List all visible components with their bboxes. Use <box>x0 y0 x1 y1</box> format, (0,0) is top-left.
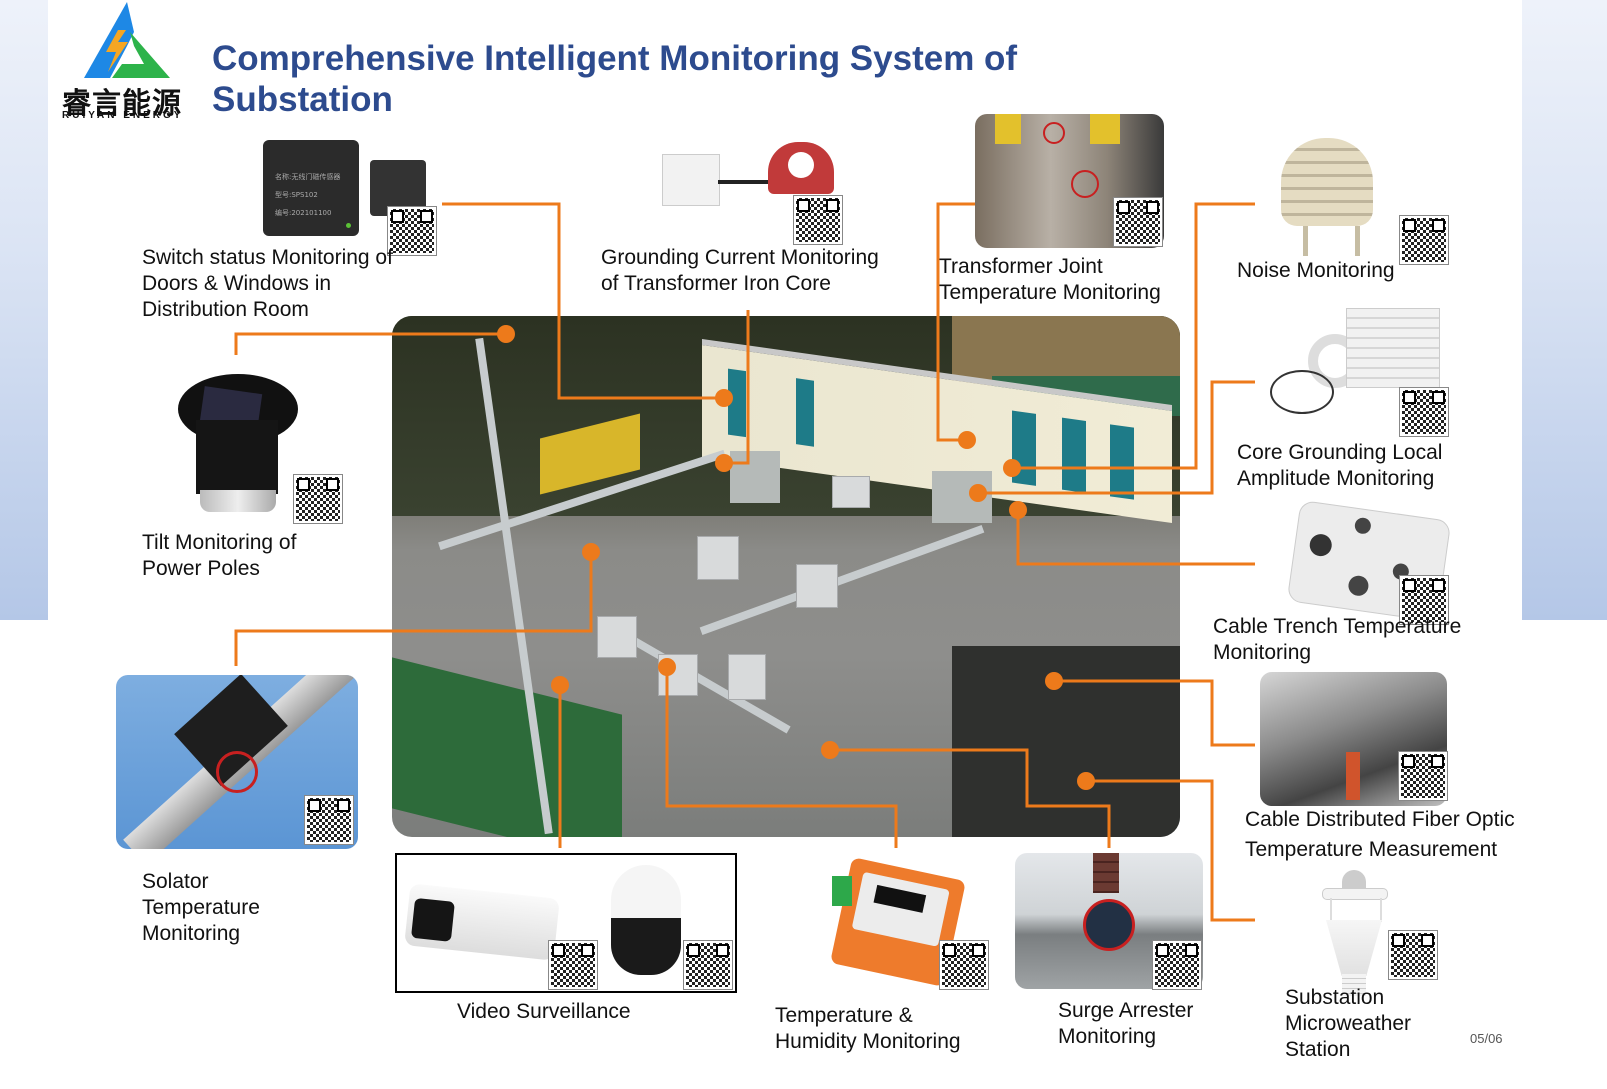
device-model-text: 型号:SPS102 <box>275 191 318 199</box>
sensor-cable <box>1270 370 1334 414</box>
cable <box>718 180 768 184</box>
module-label: Cable Distributed Fiber Optic Temperatur… <box>1245 808 1515 861</box>
collector-device <box>662 154 720 206</box>
connector-surge-arrester <box>830 748 1111 848</box>
connector-dot <box>582 543 600 561</box>
connector-noise <box>1012 202 1255 470</box>
qr-code <box>304 795 354 845</box>
outdoor-cabinet <box>796 564 838 608</box>
page-title: Comprehensive Intelligent Monitoring Sys… <box>212 38 1017 120</box>
connector-fiber <box>1054 679 1255 747</box>
qr-code <box>1388 930 1438 980</box>
connector-cable-trench <box>1016 510 1255 566</box>
connector-dot <box>1045 672 1063 690</box>
noise-sensor-device <box>1281 138 1373 226</box>
module-label: Cable Trench Temperature Monitoring <box>1213 615 1462 664</box>
sensor-leg <box>1355 226 1360 256</box>
qr-code <box>1399 575 1449 625</box>
connector-dot <box>497 325 515 343</box>
connector-tilt <box>234 552 593 666</box>
outdoor-cabinet <box>597 616 637 658</box>
module-label: Noise Monitoring <box>1237 259 1395 282</box>
outdoor-cabinet <box>697 536 739 580</box>
outdoor-cabinet <box>728 654 766 700</box>
connector-microweather <box>1086 779 1255 922</box>
sensor-base <box>200 490 276 512</box>
device-name-text: 名称:无线门磁传感器 <box>275 173 341 181</box>
connector-door-switch <box>234 332 506 355</box>
terminal-block <box>832 876 852 906</box>
weather-sensor-dome <box>1342 870 1366 888</box>
page-number: 05/06 <box>1470 1031 1503 1046</box>
connector-dot <box>958 431 976 449</box>
module-label: Grounding Current Monitoring of Transfor… <box>601 246 879 295</box>
connector-dot <box>1077 772 1095 790</box>
module-label: Surge Arrester Monitoring <box>1058 999 1194 1048</box>
connector-dot <box>715 389 733 407</box>
outdoor-cabinet <box>832 476 870 508</box>
connector-dot <box>658 658 676 676</box>
qr-code <box>293 474 343 524</box>
title-line-2: Substation <box>212 80 393 119</box>
qr-code <box>387 206 437 256</box>
sensor-body <box>196 420 278 494</box>
bullet-camera-device <box>404 883 560 961</box>
connector-dot <box>1003 459 1021 477</box>
connector-dot <box>1009 501 1027 519</box>
logo-chinese-text: 睿言能源 <box>62 86 183 120</box>
connector-grounding-current <box>442 202 724 400</box>
connector-temp-humidity <box>665 667 898 848</box>
connector-dot <box>715 454 733 472</box>
qr-code <box>939 940 989 990</box>
module-label: Substation Microweather Station <box>1285 986 1412 1061</box>
title-line-1: Comprehensive Intelligent Monitoring Sys… <box>212 39 1018 78</box>
logo-english-text: RUIYAN ENERGY <box>62 110 184 121</box>
dome-camera-device <box>611 865 681 975</box>
monitor-box-device <box>1346 308 1440 388</box>
connector-transformer-joint <box>936 202 975 442</box>
qr-code <box>683 940 733 990</box>
transformer-joint-photo <box>975 114 1164 248</box>
connector-dot <box>821 741 839 759</box>
door-sensor-device: 名称:无线门磁传感器 型号:SPS102 编号:202101100 <box>263 140 359 236</box>
qr-code <box>793 195 843 245</box>
left-side-panel <box>0 0 48 620</box>
qr-code <box>548 940 598 990</box>
right-side-panel <box>1522 0 1607 620</box>
module-label: Core Grounding Local Amplitude Monitorin… <box>1237 441 1443 490</box>
connector-dot <box>969 484 987 502</box>
substation-aerial-photo <box>392 316 1180 837</box>
module-label: Video Surveillance <box>457 1000 631 1023</box>
sensor-leg <box>1303 226 1308 256</box>
connector-grounding-current-2 <box>724 310 750 465</box>
logo-triangle-icon <box>84 2 170 78</box>
qr-code <box>1399 215 1449 265</box>
device-serial-text: 编号:202101100 <box>275 209 332 217</box>
qr-code <box>1113 197 1163 247</box>
main-transformer <box>730 451 780 503</box>
module-label: Transformer Joint Temperature Monitoring <box>939 255 1161 304</box>
weather-station-device <box>1322 888 1388 900</box>
module-label: Temperature & Humidity Monitoring <box>775 1004 961 1053</box>
connector-dot <box>551 676 569 694</box>
weather-station-pillars <box>1330 898 1382 922</box>
qr-code <box>1398 751 1448 801</box>
current-transformer-device <box>768 142 834 194</box>
module-label: Tilt Monitoring of Power Poles <box>142 531 297 580</box>
qr-code <box>1152 940 1202 990</box>
module-label: Switch status Monitoring of Doors & Wind… <box>142 246 393 321</box>
connector-core-grounding <box>978 380 1255 495</box>
qr-code <box>1399 387 1449 437</box>
weather-station-base <box>1342 974 1366 996</box>
door-magnet-device <box>370 160 426 216</box>
module-label: Solator Temperature Monitoring <box>142 870 260 945</box>
